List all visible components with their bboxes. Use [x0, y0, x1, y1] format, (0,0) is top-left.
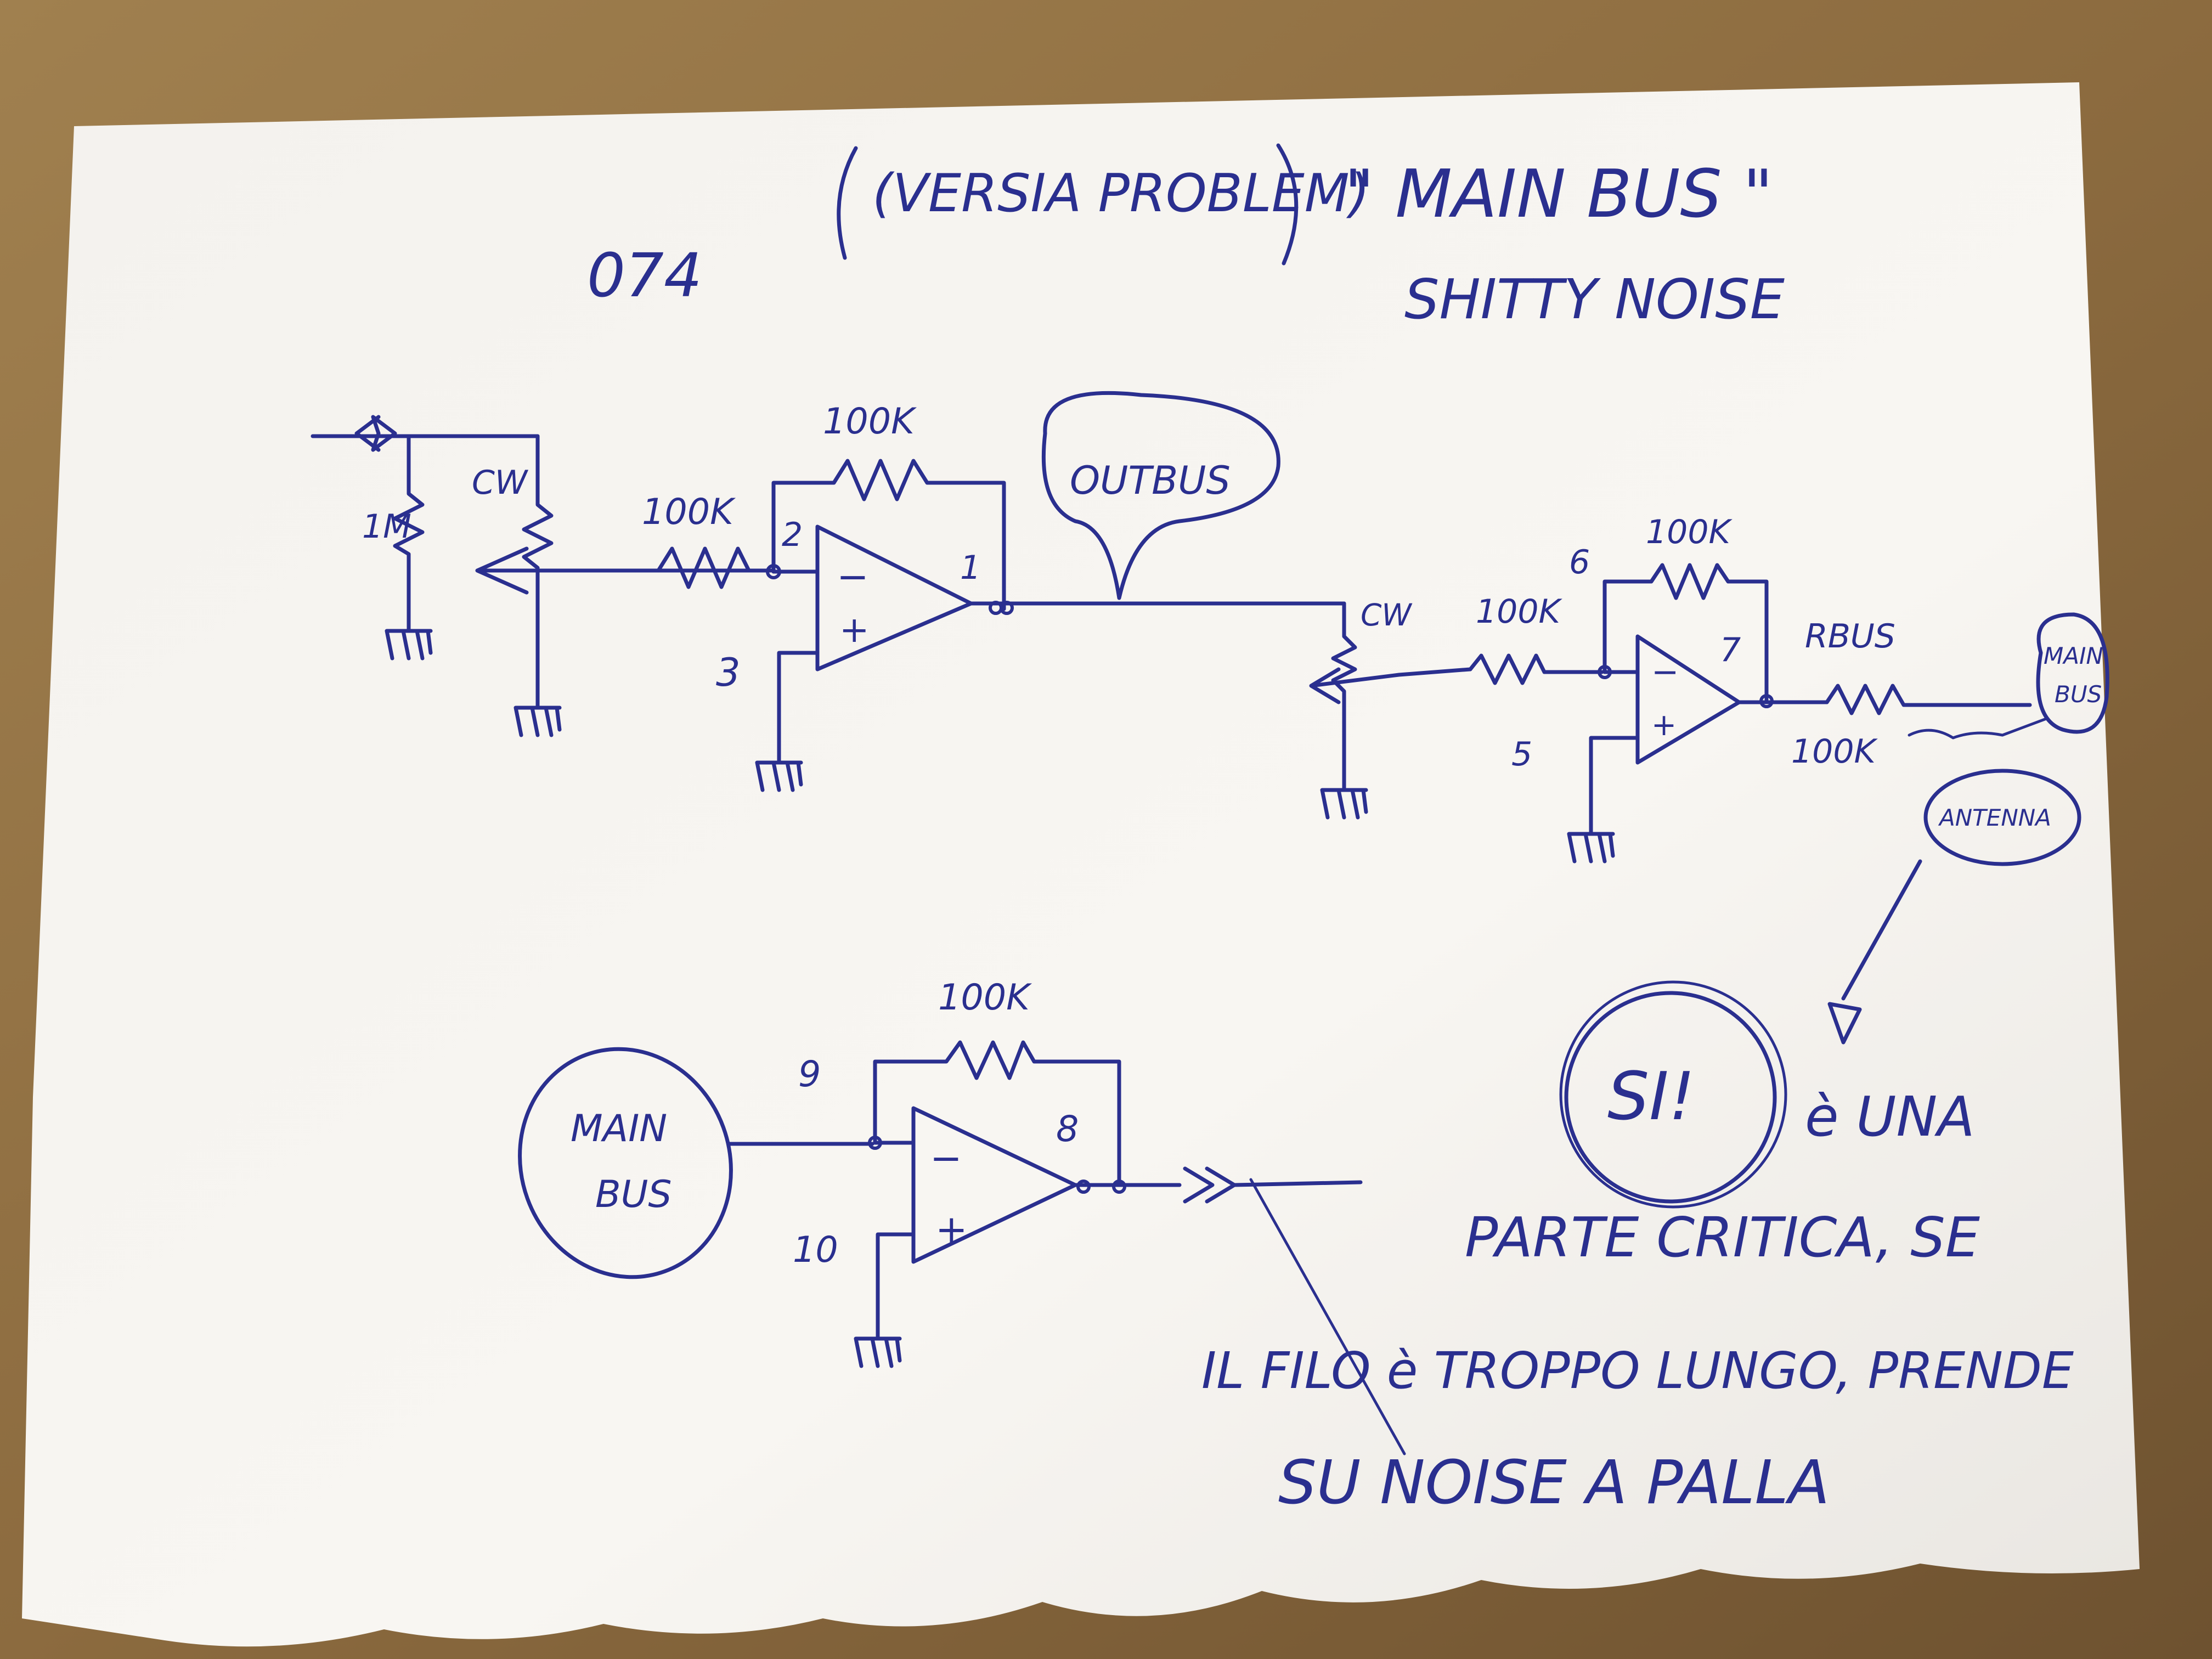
note-line2: PARTE CRITICA, SE — [1465, 1205, 1980, 1269]
stage2-labels: CW 100K 100K 6 5 7 − + RBUS 100K MAIN BU… — [1361, 513, 2103, 831]
stage3-pin-inv: 9 — [798, 1054, 821, 1095]
stage2-pot-label: CW — [1361, 597, 1413, 633]
stage2-pin-inv: 6 — [1569, 543, 1590, 582]
stage3-labels: MAIN BUS 100K 9 10 8 − + — [571, 977, 1079, 1271]
stage1-input-resistor-label: 100K — [642, 492, 736, 533]
stage2-input-resistor-label: 100K — [1476, 592, 1563, 631]
stage3-bus-line2: BUS — [595, 1173, 672, 1216]
chip-number: 074 — [587, 240, 702, 311]
stage1-pin-noninv: 3 — [716, 650, 741, 695]
note-line3: IL FILO è TROPPO LUNGO, PRENDE — [1201, 1341, 2074, 1400]
stage3-circuit — [518, 1040, 1406, 1455]
stage3-pin-out: 8 — [1056, 1109, 1079, 1150]
stage2-circuit — [1309, 563, 2109, 1045]
page-title: " MAIN BUS " — [1344, 156, 1773, 233]
stage3-minus-sign: − — [930, 1136, 962, 1181]
stage1-pot-label: CW — [472, 464, 529, 502]
stage2-bus-line1: MAIN — [2044, 642, 2103, 669]
rbus-label: RBUS — [1805, 617, 1895, 656]
stage3-pin-noninv: 10 — [793, 1229, 838, 1271]
stage1-plus-sign: + — [839, 610, 869, 651]
outbus-label: OUTBUS — [1070, 458, 1231, 503]
stage2-pin-noninv: 5 — [1511, 735, 1532, 774]
stage2-feedback-resistor-label: 100K — [1646, 513, 1733, 551]
note-circle-text: SI! — [1607, 1059, 1695, 1135]
stage3-feedback-resistor-label: 100K — [938, 977, 1032, 1018]
stage2-minus-sign: − — [1651, 653, 1679, 691]
stage1-1m-label: 1M — [362, 507, 411, 546]
paper-sheet — [22, 82, 2140, 1647]
stage1-minus-sign: − — [837, 554, 869, 599]
antenna-label: ANTENNA — [1938, 804, 2051, 831]
page-subtitle: SHITTY NOISE — [1404, 267, 1785, 331]
header-notes: (VERSIA PROBLEM) " MAIN BUS " SHITTY NOI… — [587, 143, 1785, 331]
paren-note-text: (VERSIA PROBLEM) — [872, 163, 1370, 224]
stage2-plus-sign: + — [1651, 707, 1677, 742]
stage3-bus-line1: MAIN — [571, 1107, 667, 1150]
rbus-value: 100K — [1791, 732, 1878, 771]
critical-note: SI! è UNA PARTE CRITICA, SE IL FILO è TR… — [1201, 980, 2074, 1517]
note-line1: è UNA — [1805, 1085, 1975, 1149]
stage1-pin-inv: 2 — [782, 516, 803, 554]
stage1-circuit — [311, 391, 1346, 790]
stage1-pin-out: 1 — [960, 549, 981, 587]
stage2-pin-out: 7 — [1720, 631, 1741, 669]
stage1-feedback-resistor-label: 100K — [823, 401, 917, 442]
stage2-bus-line2: BUS — [2055, 681, 2102, 708]
note-line4: SU NOISE A PALLA — [1278, 1447, 1830, 1517]
stage1-labels: 1M CW 100K 100K 2 3 1 − + OUTBUS — [362, 401, 1231, 695]
stage3-plus-sign: + — [935, 1207, 968, 1252]
